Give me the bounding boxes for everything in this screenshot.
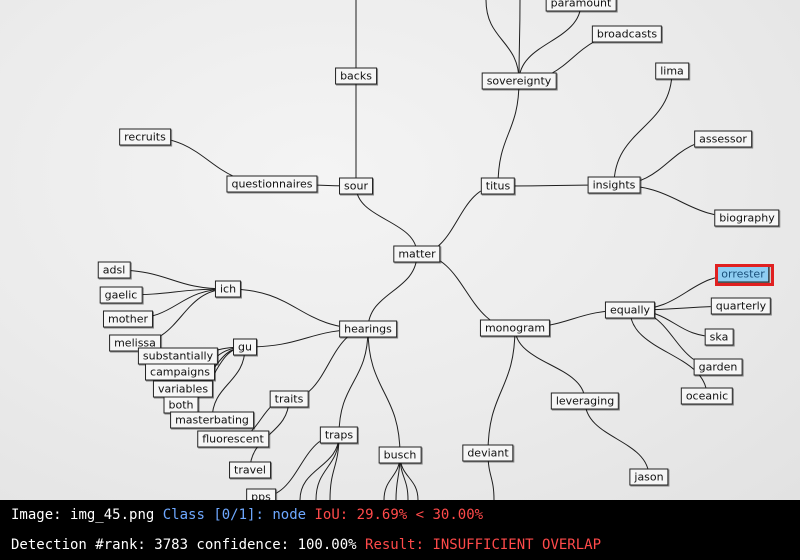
node-deviant[interactable]: deviant [462, 444, 514, 462]
status-line-1: Image: img_45.png Class [0/1]: node IoU:… [11, 507, 483, 523]
node-ich[interactable]: ich [214, 280, 242, 298]
node-traps[interactable]: traps [319, 426, 359, 444]
result-text: Result: INSUFFICIENT OVERLAP [365, 537, 602, 553]
node-masterbating[interactable]: masterbating [170, 411, 254, 429]
edge-hearings-busch [367, 328, 401, 456]
node-gu[interactable]: gu [233, 338, 257, 356]
node-garden[interactable]: garden [693, 358, 743, 376]
node-lima[interactable]: lima [655, 62, 689, 80]
edge-ich-adsl [113, 269, 229, 290]
status-bar: Image: img_45.png Class [0/1]: node IoU:… [0, 500, 800, 560]
node-oceanic[interactable]: oceanic [680, 387, 734, 405]
edge-hearings-traps [338, 328, 369, 436]
node-monogram[interactable]: monogram [479, 319, 551, 337]
node-equally[interactable]: equally [604, 301, 656, 319]
edge-insights-lima [613, 70, 673, 186]
node-quarterly[interactable]: quarterly [710, 297, 772, 315]
node-variables[interactable]: variables [152, 380, 214, 398]
status-line-2: Detection #rank: 3783 confidence: 100.00… [11, 537, 601, 553]
node-jason[interactable]: jason [629, 468, 669, 486]
image-name: img_45.png [70, 507, 155, 523]
edge-sovereignty-offscreen-1 [485, 0, 520, 82]
node-travel[interactable]: travel [229, 461, 271, 479]
edge-sovereignty-offscreen-2 [518, 0, 521, 82]
node-traits[interactable]: traits [269, 390, 309, 408]
node-sour[interactable]: sour [339, 177, 373, 195]
node-busch[interactable]: busch [378, 446, 422, 464]
edge-matter-sour [355, 185, 418, 255]
detection-text: Detection #rank: 3783 confidence: 100.00… [11, 537, 357, 553]
node-adsl[interactable]: adsl [97, 261, 131, 279]
edge-leveraging-jason [584, 400, 650, 478]
node-pps[interactable]: pps [246, 488, 276, 500]
edge-titus-sovereignty [497, 80, 520, 187]
node-assessor[interactable]: assessor [694, 130, 752, 148]
node-gaelic[interactable]: gaelic [99, 286, 143, 304]
node-biography[interactable]: biography [714, 209, 780, 227]
edge-traits-travel [249, 398, 290, 471]
node-paramount[interactable]: paramount [545, 0, 617, 12]
node-recruits[interactable]: recruits [119, 128, 171, 146]
edge-monogram-deviant [487, 327, 516, 454]
iou-text: IoU: 29.69% < 30.00% [314, 507, 484, 523]
node-broadcasts[interactable]: broadcasts [591, 25, 663, 43]
node-campaigns[interactable]: campaigns [145, 363, 215, 381]
node-forrester[interactable]: orrester [716, 265, 770, 283]
node-leveraging[interactable]: leveraging [550, 392, 620, 410]
node-substantially[interactable]: substantially [137, 347, 219, 365]
edge-gu-masterbating [211, 346, 246, 421]
edge-matter-titus [416, 185, 499, 255]
node-insights[interactable]: insights [587, 176, 641, 194]
node-matter[interactable]: matter [393, 245, 441, 263]
edge-equally-oceanic [629, 309, 708, 397]
edge-matter-hearings [367, 253, 418, 330]
node-fluorescent[interactable]: fluorescent [197, 430, 269, 448]
node-mother[interactable]: mother [102, 310, 154, 328]
node-melissa[interactable]: melissa [109, 334, 161, 352]
class-text: Class [0/1]: [162, 507, 264, 523]
detection-box [715, 264, 774, 286]
node-backs[interactable]: backs [335, 67, 377, 85]
node-titus[interactable]: titus [480, 177, 516, 195]
class-name: node [272, 507, 307, 523]
edge-monogram-leveraging [514, 327, 586, 402]
edge-matter-monogram [416, 253, 516, 329]
node-hearings[interactable]: hearings [339, 320, 397, 338]
node-sovereignty[interactable]: sovereignty [481, 72, 557, 90]
node-questionnaires[interactable]: questionnaires [226, 175, 318, 193]
node-ska[interactable]: ska [704, 328, 734, 346]
diagram-canvas: paramount broadcasts backs sovereignty l… [0, 0, 800, 500]
node-both[interactable]: both [163, 396, 199, 414]
edge-traps-offscreen-3 [299, 434, 340, 500]
edge-sovereignty-paramount [518, 2, 582, 82]
image-label: Image: [11, 507, 71, 523]
